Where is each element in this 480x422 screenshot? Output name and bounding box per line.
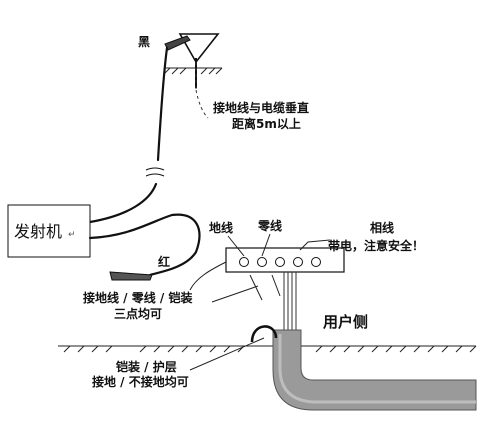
connect-note-leader: [211, 285, 259, 303]
red-clip-label: 红: [158, 254, 170, 269]
neutral-wire-label: 零线: [257, 218, 282, 233]
ground-stake: 黑: [138, 33, 223, 90]
red-clip: [109, 271, 153, 281]
phase-wire-label: 相线: [370, 220, 394, 235]
transmitter-label: 发射机: [14, 222, 62, 241]
ground-level: [58, 345, 477, 353]
terminal-lead-mid: [249, 274, 281, 301]
transmitter-frame: [7, 204, 91, 258]
phase-wire-leader: [299, 239, 331, 251]
transmitter-return-mark: ↵: [68, 230, 76, 240]
stake-ground-hatch: [163, 67, 223, 75]
connect-note-line2: 三点均可: [114, 306, 162, 321]
armor-note-line2: 接地 / 不接地均可: [92, 374, 189, 389]
user-side-label: 用户侧: [323, 313, 368, 331]
black-lead-lower: [88, 182, 158, 224]
red-lead: [88, 213, 201, 277]
terminal-screws: [239, 257, 321, 267]
stake-handle: [178, 33, 220, 64]
transmitter-box: 发射机 ↵: [7, 204, 91, 258]
ground-note-line1: 接地线与电缆垂直: [213, 100, 309, 115]
armor-ground-loop: [250, 325, 278, 343]
terminal-lead-left: [189, 261, 227, 291]
ground-note-leader: [195, 89, 209, 119]
ground-wire-label: 地线: [209, 220, 233, 235]
cable-highlight: [278, 334, 476, 404]
terminal-block: [189, 247, 345, 330]
connect-note-line1: 接地线 / 零线 / 铠装: [83, 290, 192, 305]
black-clip-label: 黑: [138, 35, 150, 49]
ground-hatch: [63, 345, 477, 353]
armor-note-leader: [189, 337, 265, 371]
ground-note-line2: 距离5m以上: [232, 116, 301, 131]
black-lead-upper: [156, 46, 169, 162]
black-clip: [164, 35, 191, 51]
armor-note-line1: 铠装 / 护层: [116, 359, 177, 374]
ground-wire-leader: [227, 235, 245, 257]
warning-label: 带电，注意安全！: [328, 238, 424, 253]
underground-cable: [272, 329, 477, 411]
cable-cores: [283, 272, 297, 330]
wire-break-mark: [145, 167, 165, 177]
neutral-wire-leader: [261, 233, 271, 257]
